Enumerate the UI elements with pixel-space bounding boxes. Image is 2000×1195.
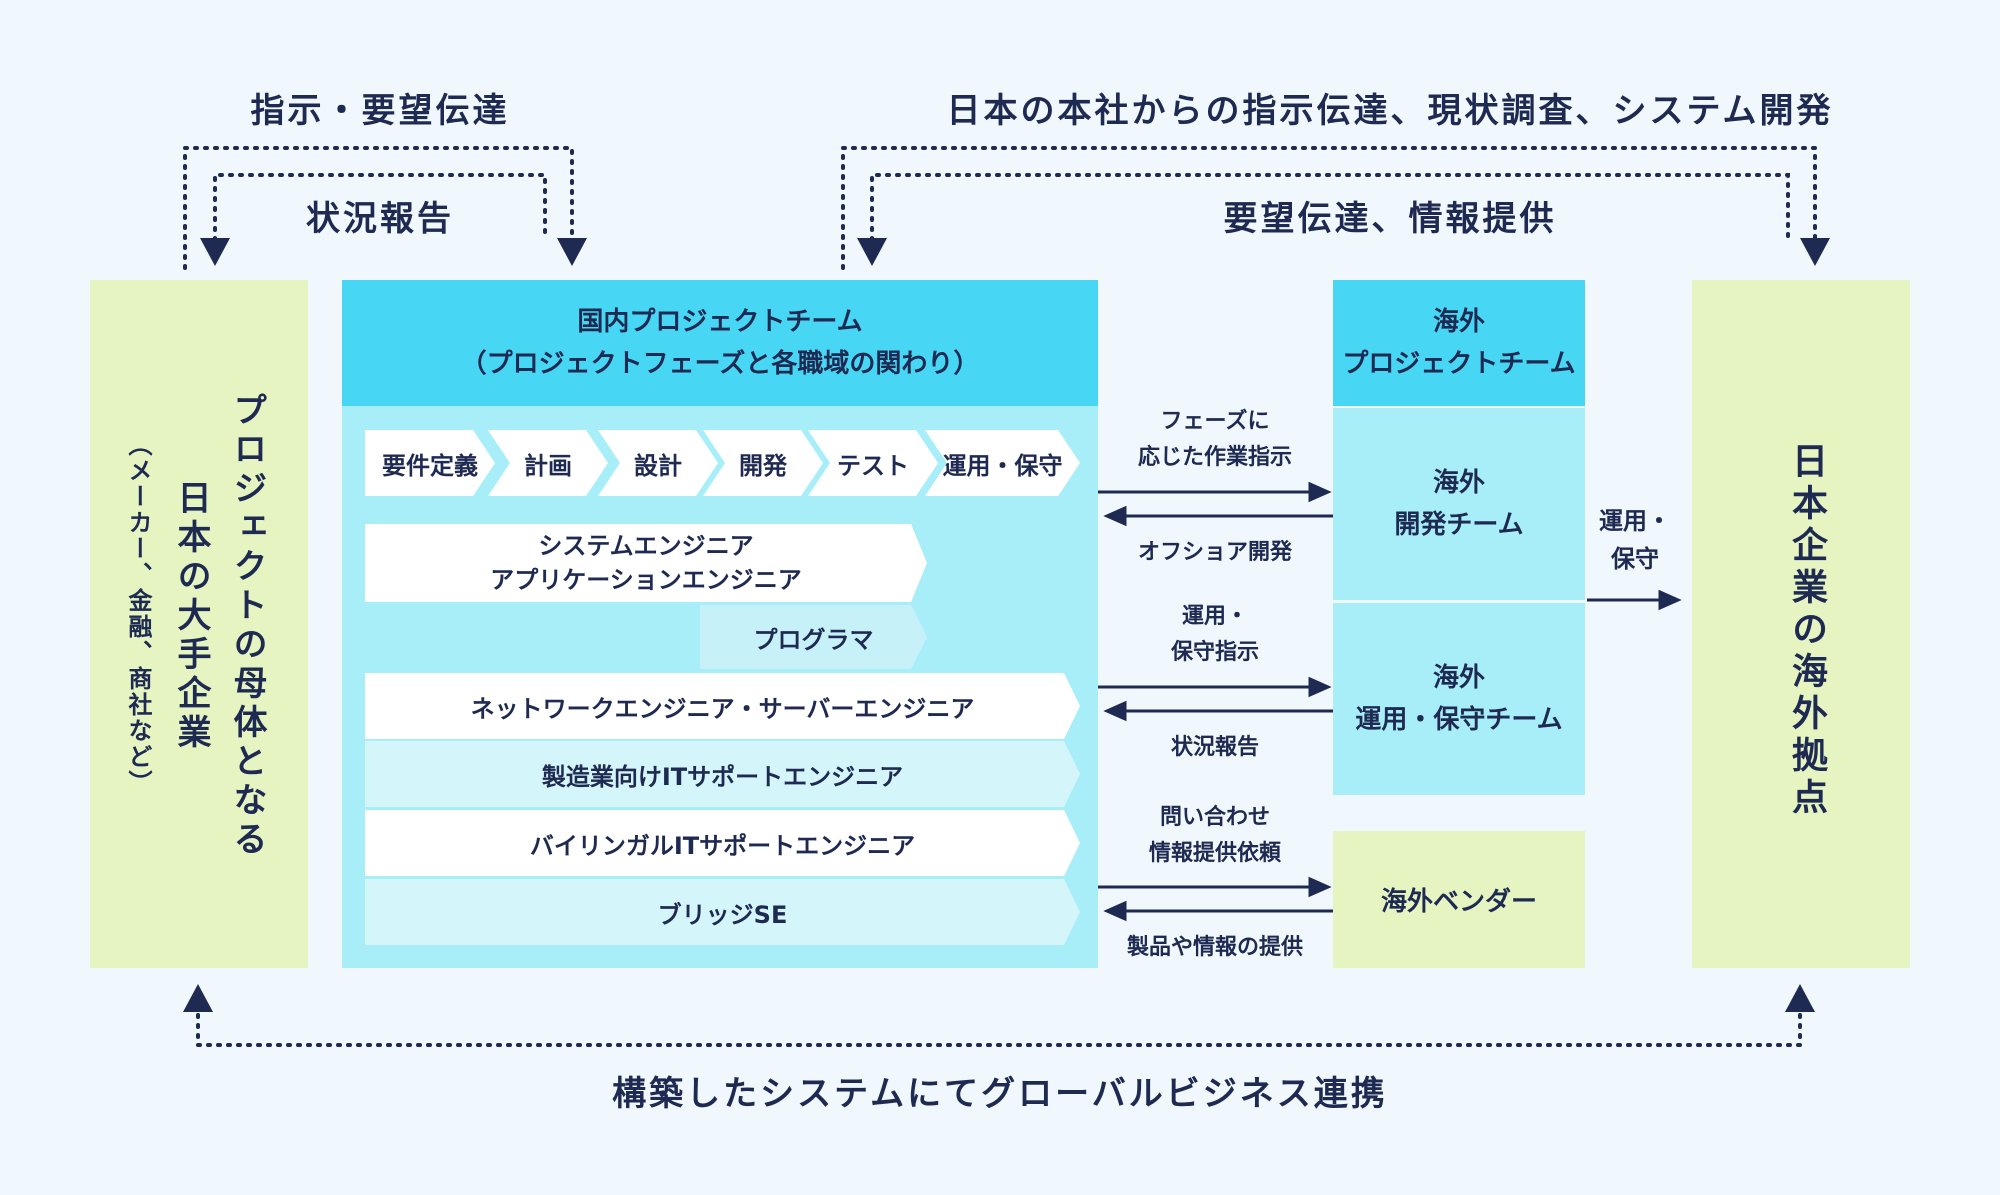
role-system-engineer: システムエンジニア アプリケーションエンジニア	[365, 524, 927, 602]
overseas-dev-team-1: 海外	[1432, 468, 1485, 498]
overseas-base-box: 日本企業の海外拠点	[1692, 280, 1910, 968]
label-phase-instruction-2: 応じた作業指示	[1137, 445, 1292, 470]
role-network-engineer: ネットワークエンジニア・サーバーエンジニア	[365, 673, 1080, 739]
label-status-report: 状況報告	[306, 198, 454, 239]
overseas-dev-team: 海外 開発チーム	[1333, 408, 1585, 600]
label-product-provision: 製品や情報の提供	[1126, 935, 1303, 960]
label-instruction: 指示・要望伝達	[250, 90, 510, 131]
label-global-business: 構築したシステムにてグローバルビジネス連携	[612, 1073, 1388, 1114]
phase-requirements: 要件定義	[365, 430, 495, 496]
label-operation-maintenance-1: 運用・	[1599, 507, 1671, 535]
overseas-vendor: 海外ベンダー	[1333, 831, 1585, 968]
role-bridge-se: ブリッジSE	[365, 879, 1080, 945]
label-operation-maintenance-2: 保守	[1611, 545, 1659, 573]
arrow-down-icon	[200, 238, 230, 266]
overseas-team-header: 海外 プロジェクトチーム	[1333, 280, 1585, 406]
arrow-left-icon	[1103, 700, 1127, 722]
arrow-right-icon	[1308, 481, 1332, 503]
overseas-team-header-2: プロジェクトチーム	[1342, 349, 1576, 379]
overseas-base-label: 日本企業の海外拠点	[1786, 442, 1827, 820]
label-operation-maintenance: 運用・ 保守	[1580, 502, 1690, 578]
role-programmer: プログラマ	[700, 605, 927, 669]
dotted-line-status	[213, 173, 547, 242]
label-offshore-dev: オフショア開発	[1137, 540, 1292, 565]
arrow-down-icon	[557, 238, 587, 266]
role-system-engineer-line1: システムエンジニア	[538, 532, 754, 560]
dotted-line-instruction	[183, 146, 574, 270]
label-phase-instruction-1: フェーズに	[1160, 409, 1270, 434]
overseas-ops-team-2: 運用・保守チーム	[1355, 705, 1563, 735]
domestic-team-title: 国内プロジェクトチーム	[577, 307, 863, 337]
role-system-engineer-line2: アプリケーションエンジニア	[490, 566, 802, 594]
arrow-up-icon	[1785, 984, 1815, 1012]
dotted-line-global	[196, 1013, 1802, 1047]
arrow-down-icon	[1800, 238, 1830, 266]
parent-company-box: プロジェクトの母体となる 日本の大手企業 （メーカー、金融、商社など）	[90, 280, 308, 968]
dotted-line-request	[870, 173, 1790, 242]
label-request-info: 要望伝達、情報提供	[1223, 198, 1557, 239]
arrow-left-icon	[1103, 505, 1127, 527]
label-inquiry-1: 問い合わせ	[1159, 805, 1270, 830]
label-inquiry-2: 情報提供依頼	[1148, 841, 1281, 866]
arrow-right-icon	[1658, 589, 1682, 611]
role-manufacturing-support: 製造業向けITサポートエンジニア	[365, 741, 1080, 807]
label-ops-instruction-2: 保守指示	[1170, 640, 1259, 665]
arrow-down-icon	[857, 238, 887, 266]
arrow-up-icon	[183, 984, 213, 1012]
role-bilingual-support: バイリンガルITサポートエンジニア	[365, 810, 1080, 876]
dotted-line-hq	[841, 146, 1817, 270]
arrow-right-icon	[1308, 876, 1332, 898]
overseas-team-header-1: 海外	[1432, 307, 1485, 337]
overseas-dev-team-2: 開発チーム	[1394, 510, 1524, 540]
domestic-team-header: 国内プロジェクトチーム （プロジェクトフェーズと各職域の関わり）	[342, 280, 1098, 406]
phase-operation: 運用・保守	[925, 430, 1080, 496]
parent-company-label2: 日本の大手企業	[171, 480, 211, 753]
parent-company-examples: （メーカー、金融、商社など）	[124, 432, 152, 796]
overseas-ops-team-1: 海外	[1432, 663, 1485, 693]
label-ops-instruction: 運用・ 保守指示	[1100, 599, 1330, 671]
domestic-team-subtitle: （プロジェクトフェーズと各職域の関わり）	[460, 349, 980, 379]
label-hq-instruction: 日本の本社からの指示伝達、現状調査、システム開発	[946, 90, 1834, 131]
parent-company-label: プロジェクトの母体となる	[227, 392, 267, 860]
arrow-right-icon	[1308, 676, 1332, 698]
label-inquiry: 問い合わせ 情報提供依頼	[1100, 800, 1330, 872]
label-phase-instruction: フェーズに 応じた作業指示	[1100, 404, 1330, 476]
label-ops-instruction-1: 運用・	[1181, 604, 1248, 629]
overseas-ops-team: 海外 運用・保守チーム	[1333, 603, 1585, 795]
arrow-left-icon	[1103, 900, 1127, 922]
label-status-report-ops: 状況報告	[1170, 735, 1259, 760]
